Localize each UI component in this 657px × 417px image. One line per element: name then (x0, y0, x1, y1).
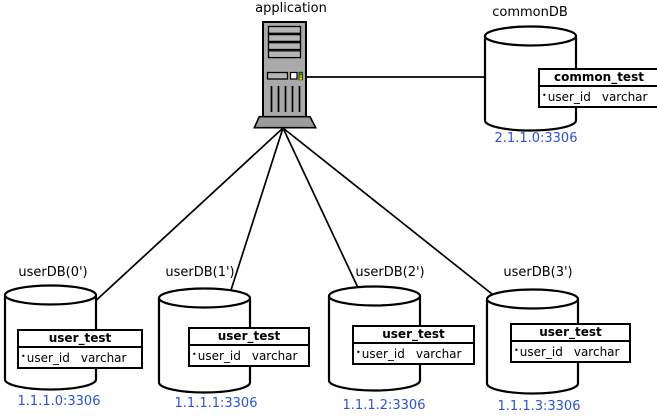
column-name: user_id (547, 90, 591, 104)
drive-bay-icon (267, 50, 302, 59)
userdb3-table: user_test •user_id varchar (510, 323, 631, 363)
link-app-userdb2 (282, 127, 361, 293)
table-name: user_test (19, 331, 141, 348)
floppy-slot-icon (266, 71, 289, 80)
table-name: user_test (354, 327, 473, 344)
table-row: •user_id varchar (512, 342, 629, 361)
power-button-icon (289, 71, 298, 80)
server-base (253, 115, 318, 129)
column-name: user_id (361, 347, 405, 361)
primary-key-bullet: • (542, 91, 547, 100)
link-app-userdb0 (89, 127, 284, 307)
userdb0-table: user_test •user_id varchar (17, 329, 143, 369)
userdb3-label: userDB(3') (503, 265, 573, 280)
userdb2-address: 1.1.1.2:3306 (342, 398, 426, 413)
server-tower-icon (253, 21, 318, 129)
led-yellow-icon (299, 77, 302, 80)
vent-lines-icon (270, 86, 301, 112)
column-type: varchar (415, 347, 462, 361)
application-label: application (255, 1, 327, 16)
userdb2-label: userDB(2') (355, 265, 425, 280)
userdb3-cylinder-icon (485, 288, 580, 395)
primary-key-bullet: • (192, 350, 197, 359)
drive-bay-icon (267, 33, 302, 43)
led-yellow-icon (299, 75, 302, 78)
column-name: user_id (26, 351, 70, 365)
column-name: user_id (519, 345, 563, 359)
table-row: •user_id varchar (190, 346, 308, 365)
userdb3-address: 1.1.1.3:3306 (497, 399, 581, 414)
column-type: varchar (80, 351, 127, 365)
commondb-label: commonDB (492, 5, 568, 20)
table-row: •user_id varchar (354, 344, 473, 363)
column-type: varchar (251, 349, 298, 363)
led-green-icon (299, 72, 302, 75)
primary-key-bullet: • (21, 352, 26, 361)
column-name: user_id (197, 349, 241, 363)
primary-key-bullet: • (514, 346, 519, 355)
link-app-userdb3 (282, 127, 493, 295)
commondb-address: 2.1.1.0:3306 (494, 131, 578, 146)
drive-bay-icon (267, 42, 302, 51)
table-name: user_test (190, 329, 308, 346)
primary-key-bullet: • (356, 348, 361, 357)
link-app-userdb1 (230, 127, 284, 291)
userdb2-table: user_test •user_id varchar (352, 325, 475, 365)
userdb1-table: user_test •user_id varchar (188, 327, 310, 367)
userdb1-label: userDB(1') (165, 265, 235, 280)
table-row: •user_id varchar (19, 348, 141, 367)
table-name: common_test (540, 70, 657, 87)
column-type: varchar (573, 345, 620, 359)
table-row: •user_id varchar (540, 87, 657, 106)
commondb-table: common_test •user_id varchar (538, 68, 657, 108)
userdb1-address: 1.1.1.1:3306 (174, 396, 258, 411)
userdb0-address: 1.1.1.0:3306 (17, 394, 101, 409)
table-name: user_test (512, 325, 629, 342)
userdb0-label: userDB(0') (18, 265, 88, 280)
column-type: varchar (601, 90, 648, 104)
drive-bay-icon (267, 25, 302, 34)
